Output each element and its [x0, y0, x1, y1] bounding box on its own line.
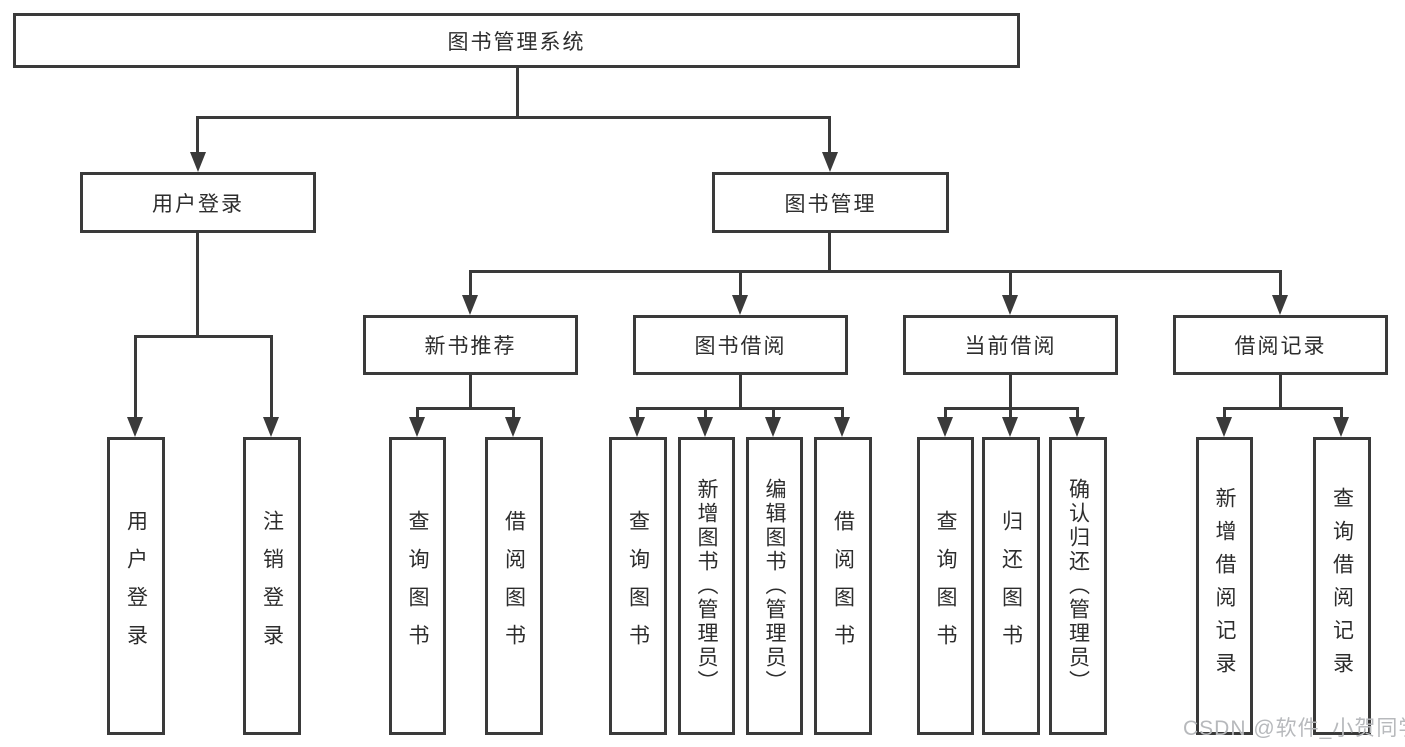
- arrow-down-icon: [834, 417, 850, 437]
- arrow-down-icon: [1069, 417, 1085, 437]
- arrow-down-icon: [732, 295, 748, 315]
- connector: [196, 116, 199, 158]
- arrow-down-icon: [263, 417, 279, 437]
- connector: [1340, 407, 1343, 421]
- leaf-borrow-add-books-admin: 新增图书（管理员）: [678, 437, 735, 735]
- connector: [512, 407, 515, 421]
- arrow-down-icon: [127, 417, 143, 437]
- leaf-borrow-edit-books-admin: 编辑图书（管理员）: [746, 437, 803, 735]
- connector: [1223, 407, 1343, 410]
- connector: [134, 335, 273, 338]
- connector: [1279, 270, 1282, 298]
- connector: [772, 407, 775, 421]
- leaf-user-login: 用户登录: [107, 437, 165, 735]
- arrow-down-icon: [1272, 295, 1288, 315]
- connector: [739, 375, 742, 409]
- connector: [196, 233, 199, 337]
- connector: [739, 270, 742, 298]
- leaf-current-confirm-return-admin: 确认归还（管理员）: [1049, 437, 1107, 735]
- arrow-down-icon: [697, 417, 713, 437]
- csdn-watermark: CSDN @软件_小贺同学: [1183, 717, 1405, 740]
- node-library-system: 图书管理系统: [13, 13, 1020, 68]
- connector: [828, 116, 831, 158]
- arrow-down-icon: [1002, 295, 1018, 315]
- connector: [516, 68, 519, 118]
- connector: [944, 407, 947, 421]
- connector: [196, 116, 831, 119]
- connector: [416, 407, 515, 410]
- arrow-down-icon: [409, 417, 425, 437]
- connector: [636, 407, 844, 410]
- connector: [1009, 375, 1012, 409]
- connector: [134, 335, 137, 421]
- arrow-down-icon: [1002, 417, 1018, 437]
- connector: [828, 233, 831, 272]
- connector: [1279, 375, 1282, 409]
- connector: [469, 270, 472, 298]
- leaf-borrow-borrow-books: 借阅图书: [814, 437, 872, 735]
- connector: [636, 407, 639, 421]
- node-book-borrow: 图书借阅: [633, 315, 848, 375]
- node-book-management: 图书管理: [712, 172, 949, 233]
- node-borrow-records: 借阅记录: [1173, 315, 1388, 375]
- connector: [841, 407, 844, 421]
- arrow-down-icon: [822, 152, 838, 172]
- connector: [270, 335, 273, 421]
- node-current-borrow: 当前借阅: [903, 315, 1118, 375]
- node-new-book-recommend: 新书推荐: [363, 315, 578, 375]
- leaf-current-query-books: 查询图书: [917, 437, 974, 735]
- arrow-down-icon: [765, 417, 781, 437]
- connector: [1076, 407, 1079, 421]
- arrow-down-icon: [190, 152, 206, 172]
- arrow-down-icon: [505, 417, 521, 437]
- leaf-recommend-borrow-books: 借阅图书: [485, 437, 543, 735]
- leaf-borrow-query-books: 查询图书: [609, 437, 667, 735]
- node-user-login: 用户登录: [80, 172, 316, 233]
- arrow-down-icon: [1216, 417, 1232, 437]
- arrow-down-icon: [937, 417, 953, 437]
- arrow-down-icon: [629, 417, 645, 437]
- connector: [1223, 407, 1226, 421]
- connector: [1009, 270, 1012, 298]
- leaf-current-return-books: 归还图书: [982, 437, 1040, 735]
- arrow-down-icon: [462, 295, 478, 315]
- connector: [469, 270, 1282, 273]
- leaf-recommend-query-books: 查询图书: [389, 437, 446, 735]
- connector: [469, 375, 472, 409]
- leaf-records-query-record: 查询借阅记录: [1313, 437, 1371, 735]
- leaf-records-add-record: 新增借阅记录: [1196, 437, 1253, 735]
- connector: [1009, 407, 1012, 421]
- leaf-logout: 注销登录: [243, 437, 301, 735]
- connector: [704, 407, 707, 421]
- connector: [416, 407, 419, 421]
- arrow-down-icon: [1333, 417, 1349, 437]
